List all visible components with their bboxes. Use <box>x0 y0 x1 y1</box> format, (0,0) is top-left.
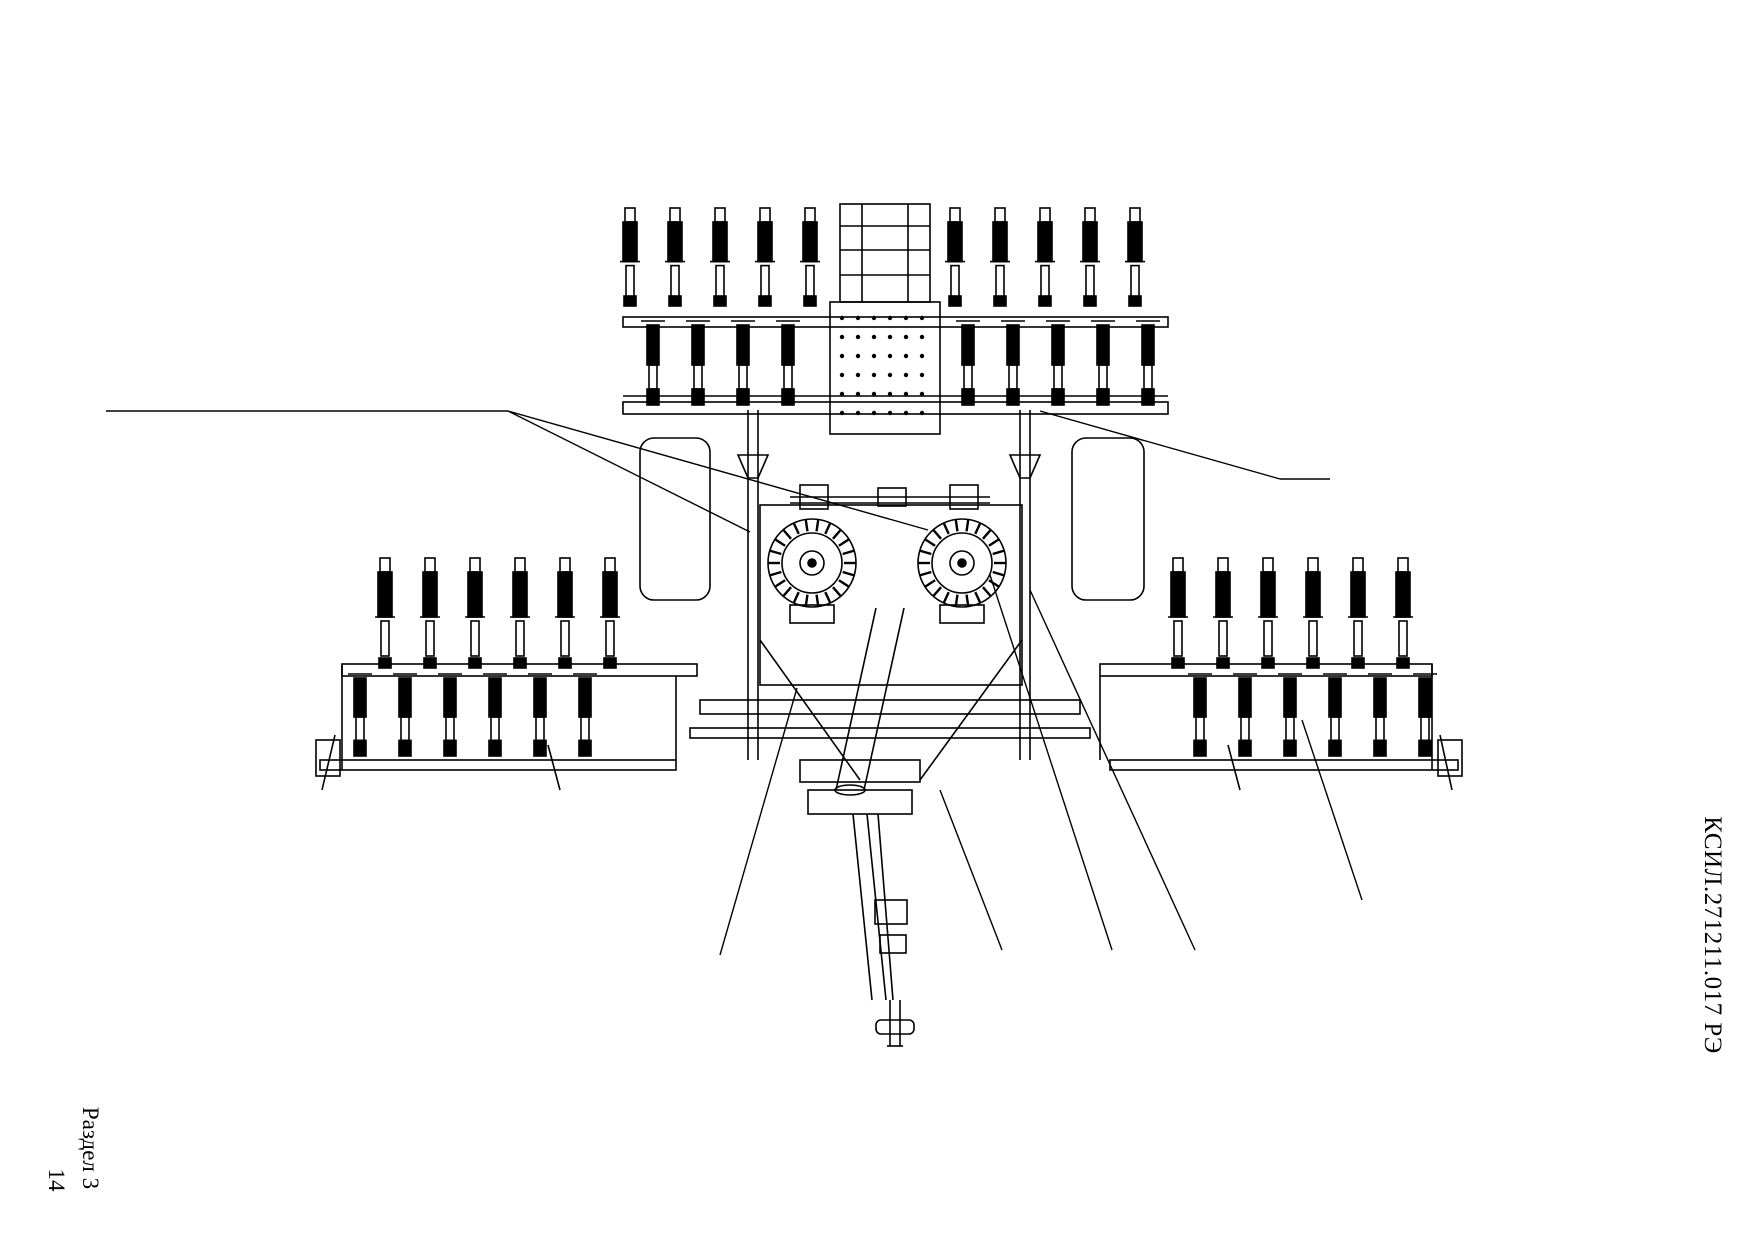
seeding-unit <box>348 673 372 757</box>
front-wing-right <box>1099 557 1463 791</box>
seeding-unit <box>1046 320 1070 406</box>
seeding-unit <box>1001 320 1025 406</box>
seeding-unit <box>375 557 395 669</box>
seeding-unit <box>731 320 755 406</box>
auger-tube <box>834 607 905 796</box>
seeding-unit <box>1348 557 1368 669</box>
seeding-unit <box>438 673 462 757</box>
seeding-unit <box>420 557 440 669</box>
wheel-right <box>1071 437 1145 601</box>
center-frame <box>689 410 1091 781</box>
wheel-left <box>639 437 711 601</box>
seeding-unit <box>1368 673 1392 757</box>
drawbar <box>799 759 921 1047</box>
seeding-unit <box>1125 207 1145 307</box>
seeding-unit <box>1323 673 1347 757</box>
section-label: Раздел 3 <box>78 1106 103 1190</box>
seeding-unit <box>1233 673 1257 757</box>
seeding-unit <box>1035 207 1055 307</box>
seeding-unit <box>483 673 507 757</box>
seeding-unit <box>800 207 820 307</box>
seeding-unit <box>686 320 710 406</box>
seed-meter-left <box>767 518 857 624</box>
seeding-unit <box>600 557 620 669</box>
seeding-unit <box>555 557 575 669</box>
seeding-unit <box>1136 320 1160 406</box>
front-wing-left <box>315 557 698 791</box>
rear-section <box>620 203 1169 435</box>
seeding-unit <box>665 207 685 307</box>
seeding-unit <box>1303 557 1323 669</box>
seeding-unit <box>1213 557 1233 669</box>
seeding-unit <box>510 557 530 669</box>
seeding-unit <box>1080 207 1100 307</box>
seeding-unit <box>956 320 980 406</box>
seeding-unit <box>393 673 417 757</box>
seeding-unit <box>990 207 1010 307</box>
seeding-unit <box>1188 673 1212 757</box>
seeding-unit <box>1413 673 1437 757</box>
document-code: КСИЛ.271211.017 РЭ <box>1699 816 1726 1054</box>
seeding-unit <box>755 207 775 307</box>
seed-meter-right <box>917 518 1007 624</box>
seeding-unit <box>573 673 597 757</box>
seeding-unit <box>1258 557 1278 669</box>
seeding-unit <box>945 207 965 307</box>
seeding-unit <box>641 320 665 406</box>
seeding-unit <box>465 557 485 669</box>
leader-lines <box>106 410 1363 956</box>
seeding-unit <box>776 320 800 406</box>
page-number: 14 <box>44 1168 69 1192</box>
seeding-unit <box>528 673 552 757</box>
seeding-unit <box>1278 673 1302 757</box>
seeding-unit <box>710 207 730 307</box>
seeding-unit <box>1168 557 1188 669</box>
seeding-unit <box>620 207 640 307</box>
seeding-unit <box>1091 320 1115 406</box>
seeding-unit <box>1393 557 1413 669</box>
ladder <box>839 203 931 303</box>
